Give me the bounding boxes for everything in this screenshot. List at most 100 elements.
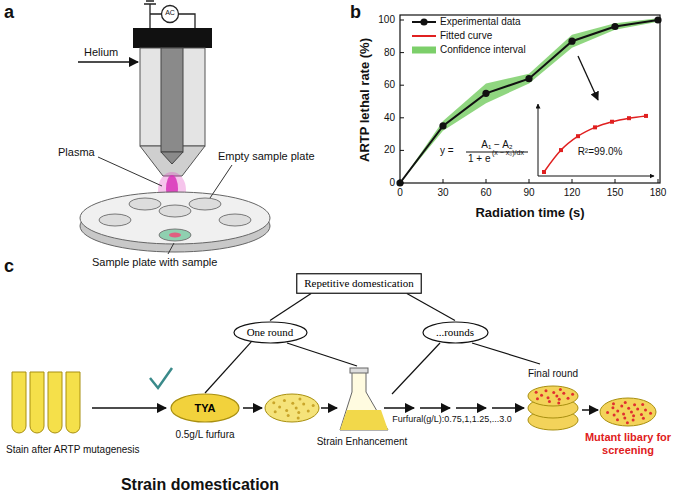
step-label: 0.5g/L furfura: [175, 429, 234, 441]
colony: [644, 408, 647, 411]
legend-sample: [420, 18, 427, 25]
flow-arrow: [384, 407, 414, 409]
sample: [169, 233, 181, 238]
colony: [544, 389, 547, 392]
tick-mark: [486, 179, 487, 183]
artp-device: [78, 1, 270, 254]
bracket-line: [392, 343, 440, 394]
tick-mark: [400, 150, 404, 151]
tick-label: 120: [564, 187, 581, 199]
colony: [557, 402, 560, 405]
colony: [307, 410, 310, 413]
colony: [552, 391, 555, 394]
sample-plate: [159, 205, 191, 217]
plate-outline: [171, 394, 239, 422]
ellipse-outline: [423, 322, 488, 343]
gas-inlet-arrow: [78, 61, 138, 63]
inset-point: [559, 148, 563, 152]
data-point: [611, 23, 618, 30]
bracket-line: [472, 343, 540, 364]
colony: [295, 407, 298, 410]
panel-letter: c: [4, 256, 14, 277]
inset-axis: [538, 104, 539, 176]
colony: [540, 394, 543, 397]
colony: [633, 403, 636, 406]
colony: [535, 391, 538, 394]
inset-point: [593, 125, 597, 129]
panel-title: Strain domestication: [121, 476, 279, 494]
colony: [548, 400, 551, 403]
flow-arrow: [243, 407, 262, 409]
colony: [641, 403, 644, 406]
connector: [407, 294, 455, 321]
tick-mark: [400, 20, 404, 21]
final-plate: [528, 386, 578, 406]
data-line: [400, 20, 658, 183]
tick-mark: [400, 52, 404, 53]
inset-point: [644, 114, 648, 118]
process-box: Repetitive domestication: [296, 273, 422, 294]
equation: (x − x₀)/dx: [492, 149, 524, 157]
colony: [558, 398, 561, 401]
colony: [555, 395, 558, 398]
agar-plate: TYA: [170, 393, 240, 423]
round-ellipse: One round: [233, 321, 308, 344]
colony: [611, 406, 614, 409]
electrode-tip: [161, 152, 183, 164]
colony: [559, 388, 562, 391]
tick-mark: [400, 183, 404, 184]
confidence-band: [400, 18, 658, 183]
legend-text: Experimental data: [440, 16, 521, 28]
flow-arrow: [420, 407, 450, 409]
tick-label: 80: [384, 47, 395, 59]
colony: [285, 409, 288, 412]
tick-label: 60: [384, 79, 395, 91]
tick-label: 60: [480, 187, 491, 199]
panel-letter: b: [350, 2, 361, 23]
colony: [612, 402, 615, 405]
node-text: Repetitive domestication: [304, 277, 414, 290]
colony: [624, 401, 627, 404]
leader-line: [210, 165, 232, 198]
tick-label: 100: [378, 14, 395, 26]
colony: [302, 403, 305, 406]
tick-label: 150: [607, 187, 624, 199]
chart: [396, 15, 661, 187]
inset-point: [627, 116, 631, 120]
flow-arrow: [92, 407, 166, 409]
colony: [632, 418, 635, 421]
step-label: Strain Enhancement: [317, 436, 408, 448]
colony: [536, 397, 539, 400]
colony: [649, 412, 652, 415]
colony: [272, 401, 275, 404]
node-text: TYA: [195, 402, 216, 415]
colony: [627, 407, 630, 410]
colony: [632, 414, 635, 417]
part-label: Plasma: [58, 146, 95, 159]
flow-arrow: [456, 407, 486, 409]
equation: 1 + e: [468, 153, 491, 165]
inset-point: [576, 134, 580, 138]
colony: [636, 407, 639, 410]
data-point: [396, 179, 403, 186]
step-label: Final round: [528, 368, 578, 380]
culture-plate: [265, 394, 319, 422]
test-tube: [30, 372, 44, 433]
tick-label: 180: [650, 187, 667, 199]
test-tube: [48, 372, 62, 433]
colony: [298, 397, 301, 400]
data-point: [482, 90, 489, 97]
test-tube: [12, 372, 26, 433]
step-label: Stain after ARTP mutagenesis: [6, 444, 140, 456]
data-point: [525, 75, 532, 82]
flask-cap: [350, 368, 368, 373]
inset-point: [610, 120, 614, 124]
colony: [630, 411, 633, 414]
connector: [205, 342, 251, 393]
tick-label: 0: [397, 187, 403, 199]
node-text: ...rounds: [436, 326, 474, 339]
tick-mark: [400, 117, 404, 118]
colony: [297, 411, 300, 414]
colony: [616, 418, 619, 421]
